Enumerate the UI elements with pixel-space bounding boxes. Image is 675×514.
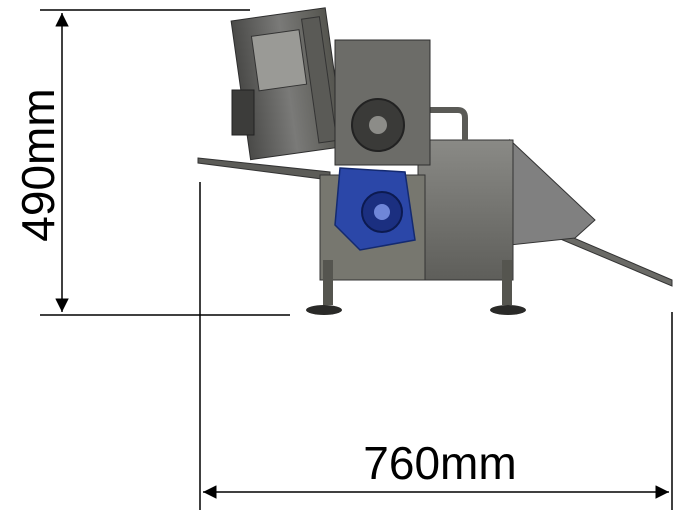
top-pipe [415, 107, 468, 140]
width-dimension-label: 760mm [363, 437, 517, 489]
main-housing [417, 139, 514, 281]
blue-gearbox-bore-icon [374, 204, 390, 220]
height-dimension-label: 490mm [12, 88, 64, 242]
right-hopper [509, 138, 596, 246]
width-dimension [199, 182, 673, 510]
left-foot [306, 305, 342, 315]
right-foot [490, 305, 526, 315]
height-dimension [40, 9, 290, 316]
left-leg [323, 260, 333, 305]
input-chute [197, 157, 331, 181]
motor-panel [250, 29, 308, 92]
control-bracket [231, 89, 255, 136]
gearbox-hub-icon [369, 116, 387, 134]
right-leg [502, 260, 512, 305]
machine-illustration [197, 7, 673, 315]
motor-fins [300, 16, 338, 144]
